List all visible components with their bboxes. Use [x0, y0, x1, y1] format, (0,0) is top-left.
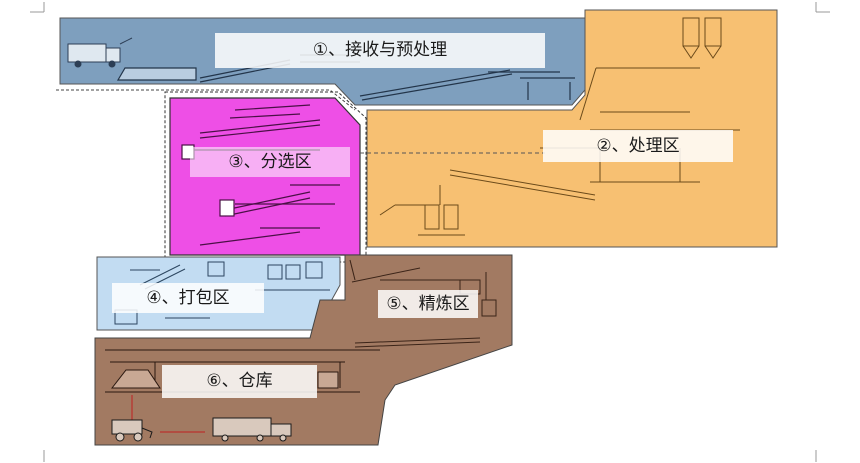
refining-equipment [349, 259, 497, 348]
zone-6-label: ⑥、仓库 [162, 365, 317, 398]
zone-4-label: ④、打包区 [112, 283, 264, 313]
zone-5-label: ⑤、精炼区 [378, 290, 478, 318]
truck-icon [212, 417, 292, 442]
zone-3-label: ③、分选区 [190, 147, 350, 177]
zone-3-area [164, 91, 367, 263]
zone-2-area [366, 9, 778, 248]
page-corner-marks [30, 2, 830, 462]
zone-1-label: ①、接收与预处理 [215, 33, 545, 68]
garbage-truck-icon [67, 37, 133, 68]
zone-2-label: ②、处理区 [543, 130, 733, 162]
loader-icon [111, 419, 153, 442]
sorting-equipment [181, 104, 340, 246]
